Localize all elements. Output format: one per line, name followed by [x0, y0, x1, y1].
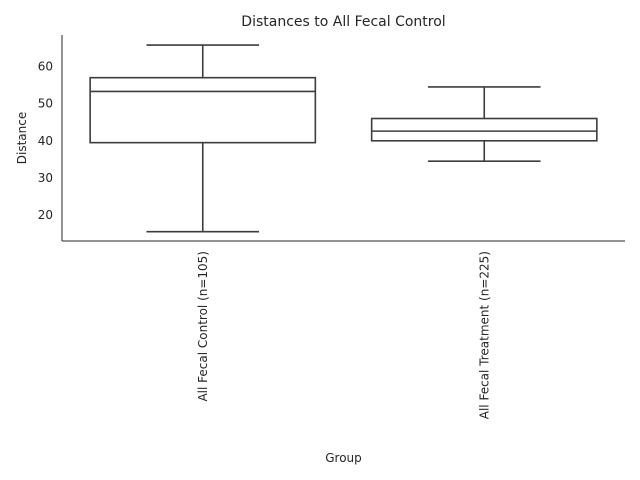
x-tick-label: All Fecal Treatment (n=225) — [477, 251, 491, 419]
box-group — [370, 86, 598, 162]
iqr-box — [370, 117, 598, 142]
y-tick-label: 40 — [38, 134, 53, 148]
y-tick-label: 60 — [38, 60, 53, 74]
y-tick-label: 20 — [38, 208, 53, 222]
y-axis-label: Distance — [15, 112, 29, 164]
y-tick-label: 30 — [38, 171, 53, 185]
x-axis-ticks: All Fecal Control (n=105) All Fecal Treat… — [196, 251, 492, 419]
iqr-box — [89, 76, 317, 144]
y-axis-ticks: 20 30 40 50 60 — [38, 60, 53, 222]
chart-title: Distances to All Fecal Control — [241, 14, 445, 30]
x-axis-label: Group — [325, 451, 362, 465]
y-tick-label: 50 — [38, 97, 53, 111]
box-group — [89, 44, 317, 233]
box-series — [89, 44, 598, 233]
x-tick-label: All Fecal Control (n=105) — [196, 251, 210, 402]
